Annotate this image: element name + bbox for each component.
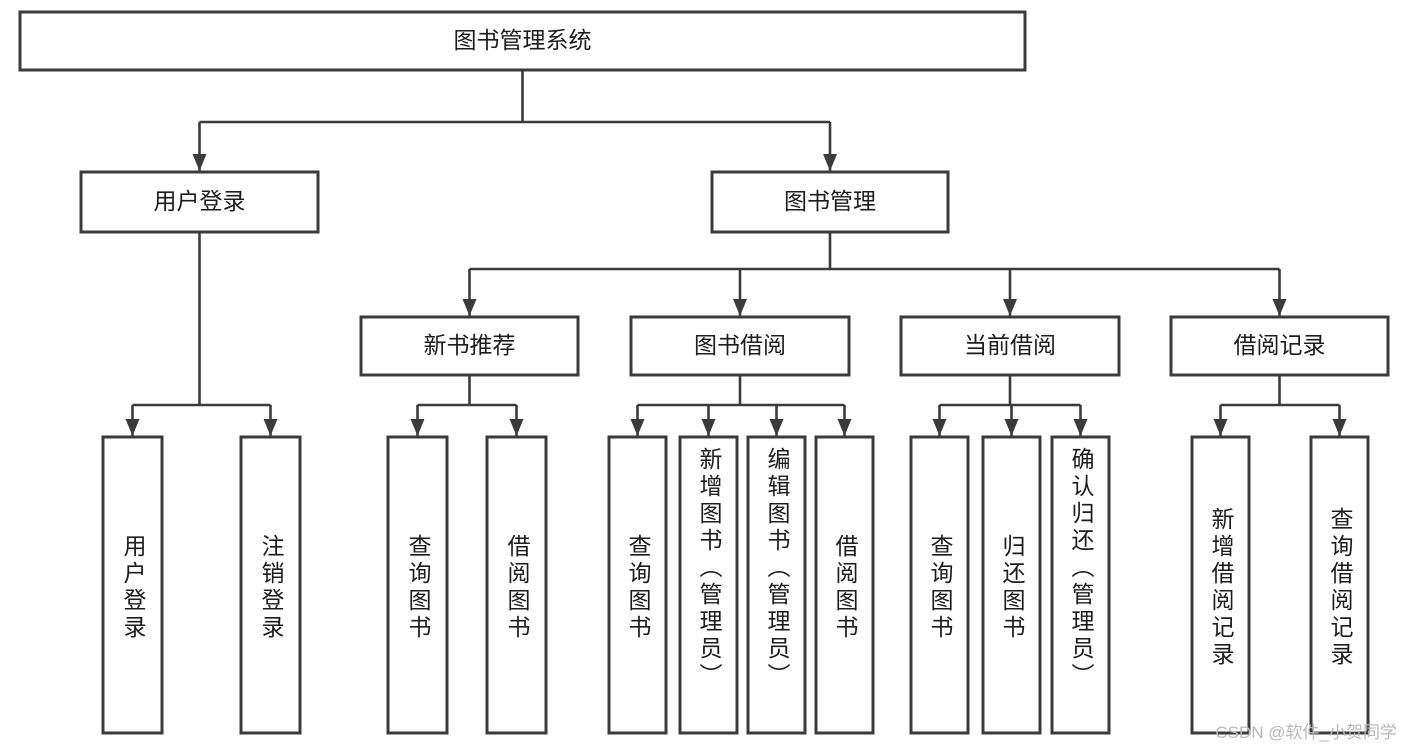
arrow-head-icon [410, 419, 425, 436]
node-label-new-book-recommend: 新书推荐 [424, 332, 516, 358]
connector-group-book-borrow [630, 375, 852, 436]
arrow-head-icon [823, 154, 837, 171]
node-box-leaf-add-borrow-record[interactable] [1190, 435, 1251, 735]
node-box-book-borrow[interactable] [629, 315, 851, 377]
node-box-book-management[interactable] [710, 170, 950, 234]
arrow-head-icon [630, 419, 645, 436]
node-label-book-management: 图书管理 [784, 188, 876, 214]
arrow-head-icon [1003, 299, 1017, 316]
arrow-head-icon [1073, 419, 1088, 436]
node-box-leaf-return-book[interactable] [981, 435, 1042, 735]
arrow-head-icon [509, 419, 524, 436]
arrow-head-icon [263, 419, 278, 436]
node-box-current-borrow[interactable] [899, 315, 1121, 377]
arrow-head-icon [932, 419, 947, 436]
connector-group-new-book-recommend [410, 375, 524, 436]
node-box-leaf-query-book-recommend[interactable] [386, 435, 449, 735]
connector-group-user-login [125, 232, 278, 436]
node-box-leaf-add-book[interactable] [678, 435, 739, 735]
node-box-leaf-edit-book[interactable] [746, 435, 807, 735]
connector-group-current-borrow [932, 375, 1088, 436]
node-label-current-borrow: 当前借阅 [964, 332, 1056, 358]
node-box-root[interactable] [18, 10, 1027, 72]
arrow-head-icon [837, 419, 852, 436]
node-label-root: 图书管理系统 [454, 27, 592, 53]
node-box-leaf-confirm-return[interactable] [1050, 435, 1111, 735]
connectors-layer [125, 70, 1347, 436]
arrow-head-icon [701, 419, 716, 436]
connector-group-root [192, 70, 837, 171]
arrow-head-icon [462, 299, 477, 316]
arrow-head-icon [1272, 299, 1287, 316]
node-label-borrow-record: 借阅记录 [1234, 332, 1326, 358]
node-label-user-login: 用户登录 [154, 188, 246, 214]
node-box-leaf-borrow-book[interactable] [814, 435, 875, 735]
node-box-leaf-borrow-book-recommend[interactable] [485, 435, 548, 735]
node-box-leaf-query-book-current[interactable] [909, 435, 970, 735]
arrow-head-icon [733, 299, 747, 316]
node-box-user-login[interactable] [79, 170, 320, 234]
node-box-leaf-query-book-borrow[interactable] [607, 435, 668, 735]
node-box-new-book-recommend[interactable] [359, 315, 580, 377]
arrow-head-icon [1332, 419, 1347, 436]
connector-group-borrow-record [1213, 375, 1347, 436]
arrow-head-icon [192, 154, 207, 171]
node-box-borrow-record[interactable] [1169, 315, 1390, 377]
arrow-head-icon [1004, 419, 1019, 436]
arrow-head-icon [1213, 419, 1228, 436]
arrow-head-icon [125, 419, 140, 436]
node-box-leaf-logout-login[interactable] [239, 435, 302, 735]
watermark-text: CSDN @软件_小贺同学 [1215, 723, 1397, 742]
node-box-leaf-user-login[interactable] [101, 435, 164, 735]
connector-group-book-management [462, 232, 1287, 316]
node-label-book-borrow: 图书借阅 [694, 332, 786, 358]
node-box-leaf-query-borrow-record[interactable] [1309, 435, 1370, 735]
boxes-layer [18, 10, 1390, 735]
arrow-head-icon [769, 419, 784, 436]
